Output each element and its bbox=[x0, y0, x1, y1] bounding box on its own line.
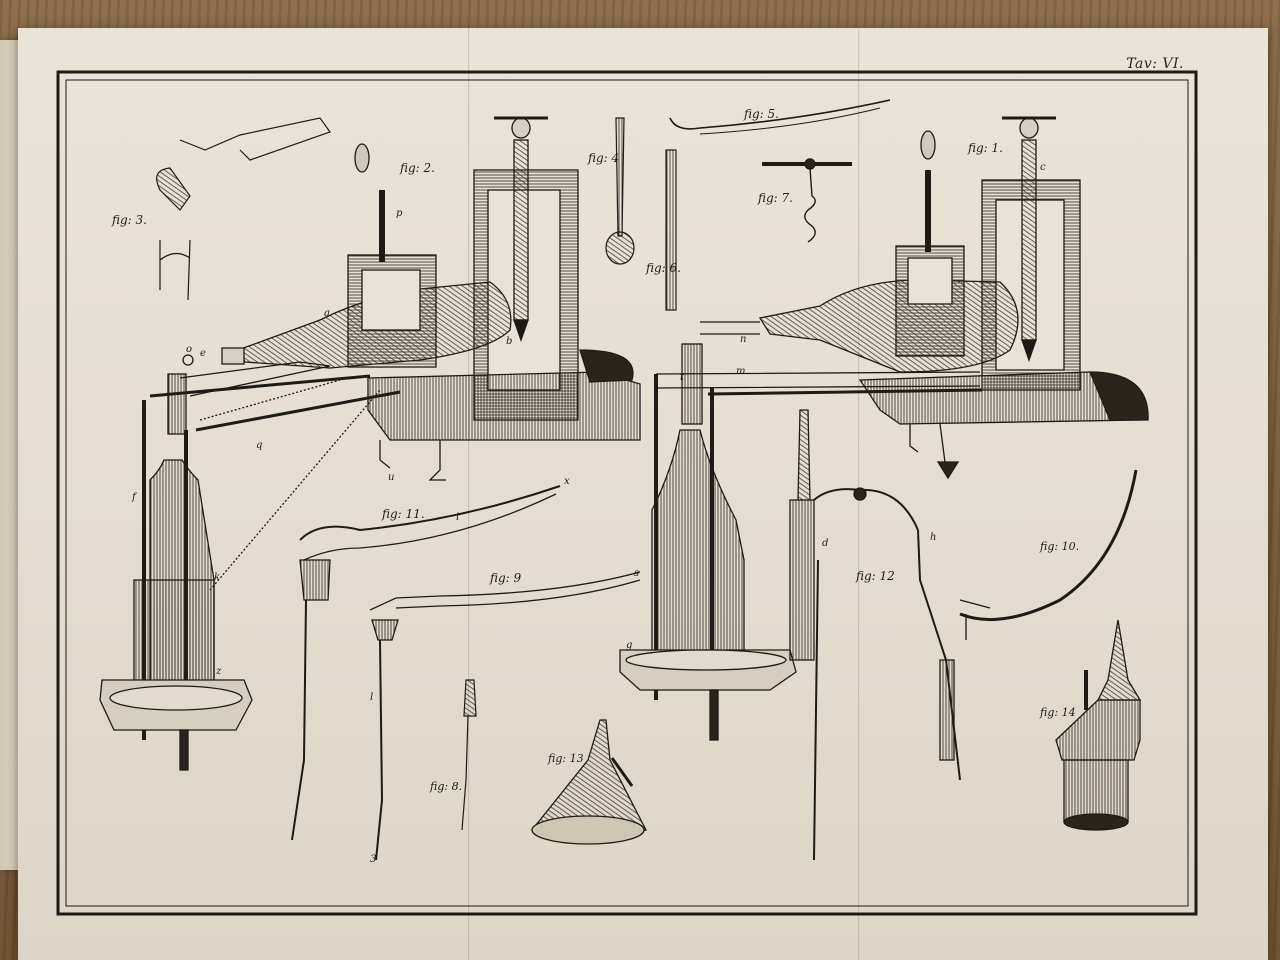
label-fig6: fig: 6. bbox=[645, 261, 681, 275]
letter-x: x bbox=[564, 476, 570, 487]
letter-s: s bbox=[634, 568, 639, 579]
label-fig3: fig: 3. bbox=[111, 213, 147, 227]
letter-k: k bbox=[214, 572, 220, 583]
letter-h: h bbox=[930, 532, 936, 543]
fig7-corkscrew bbox=[762, 158, 852, 243]
letter-z: z bbox=[215, 666, 222, 677]
letter-a: a bbox=[324, 308, 330, 319]
label-fig12: fig: 12 bbox=[855, 569, 895, 583]
letter-three: 3 bbox=[370, 854, 376, 865]
letter-b: b bbox=[506, 336, 512, 347]
letter-i: i bbox=[456, 512, 459, 523]
label-fig14: fig: 14 bbox=[1039, 706, 1076, 719]
label-fig7: fig: 7. bbox=[757, 191, 793, 205]
letter-q: q bbox=[256, 440, 262, 451]
letter-f: f bbox=[131, 492, 138, 503]
letter-t: t bbox=[680, 372, 685, 383]
fig11-bent-pipe bbox=[291, 485, 561, 841]
label-fig10: fig: 10. bbox=[1039, 540, 1079, 553]
fig5-curved-rod bbox=[669, 99, 891, 135]
letter-g: g bbox=[626, 640, 632, 651]
label-fig4: fig: 4 bbox=[587, 151, 619, 165]
label-fig11: fig: 11. bbox=[381, 507, 425, 521]
fig14-spigot bbox=[1055, 619, 1142, 831]
label-fig13: fig: 13 bbox=[547, 752, 584, 765]
letter-c: c bbox=[1040, 162, 1046, 173]
fig12-siphon bbox=[789, 409, 961, 861]
label-fig9: fig: 9 bbox=[489, 571, 522, 585]
fold-line-left bbox=[468, 28, 470, 960]
figure-labels: fig: 1. fig: 2. fig: 3. fig: 4 fig: 5. f… bbox=[111, 107, 1079, 793]
letter-u: u bbox=[388, 472, 394, 483]
label-fig8: fig: 8. bbox=[429, 780, 462, 793]
letter-p: p bbox=[396, 208, 403, 219]
label-fig1: fig: 1. bbox=[967, 141, 1003, 155]
letter-e: e bbox=[200, 348, 206, 359]
fig4-ladle bbox=[605, 117, 635, 265]
plate-border bbox=[56, 70, 1198, 916]
letter-l: l bbox=[370, 692, 373, 703]
label-fig5: fig: 5. bbox=[743, 107, 779, 121]
label-fig2: fig: 2. bbox=[399, 161, 435, 175]
reference-letters: a b c d e f g h i k l m n o p q s t u x … bbox=[131, 162, 1046, 865]
letter-m: m bbox=[736, 366, 745, 377]
fig3-tap-drawing bbox=[156, 117, 331, 301]
letter-n: n bbox=[740, 334, 746, 345]
fig10-curved-tube bbox=[959, 469, 1138, 640]
fig13-funnel bbox=[530, 719, 647, 845]
letter-d: d bbox=[822, 538, 828, 549]
fig9-tube bbox=[369, 571, 641, 861]
fig8-needle bbox=[461, 679, 477, 831]
letter-o: o bbox=[186, 344, 192, 355]
plate-number: Tav: VI. bbox=[1126, 56, 1184, 72]
right-press-apparatus bbox=[619, 116, 1149, 741]
fig6-straight-rod bbox=[665, 149, 677, 311]
left-press-apparatus bbox=[99, 116, 641, 771]
